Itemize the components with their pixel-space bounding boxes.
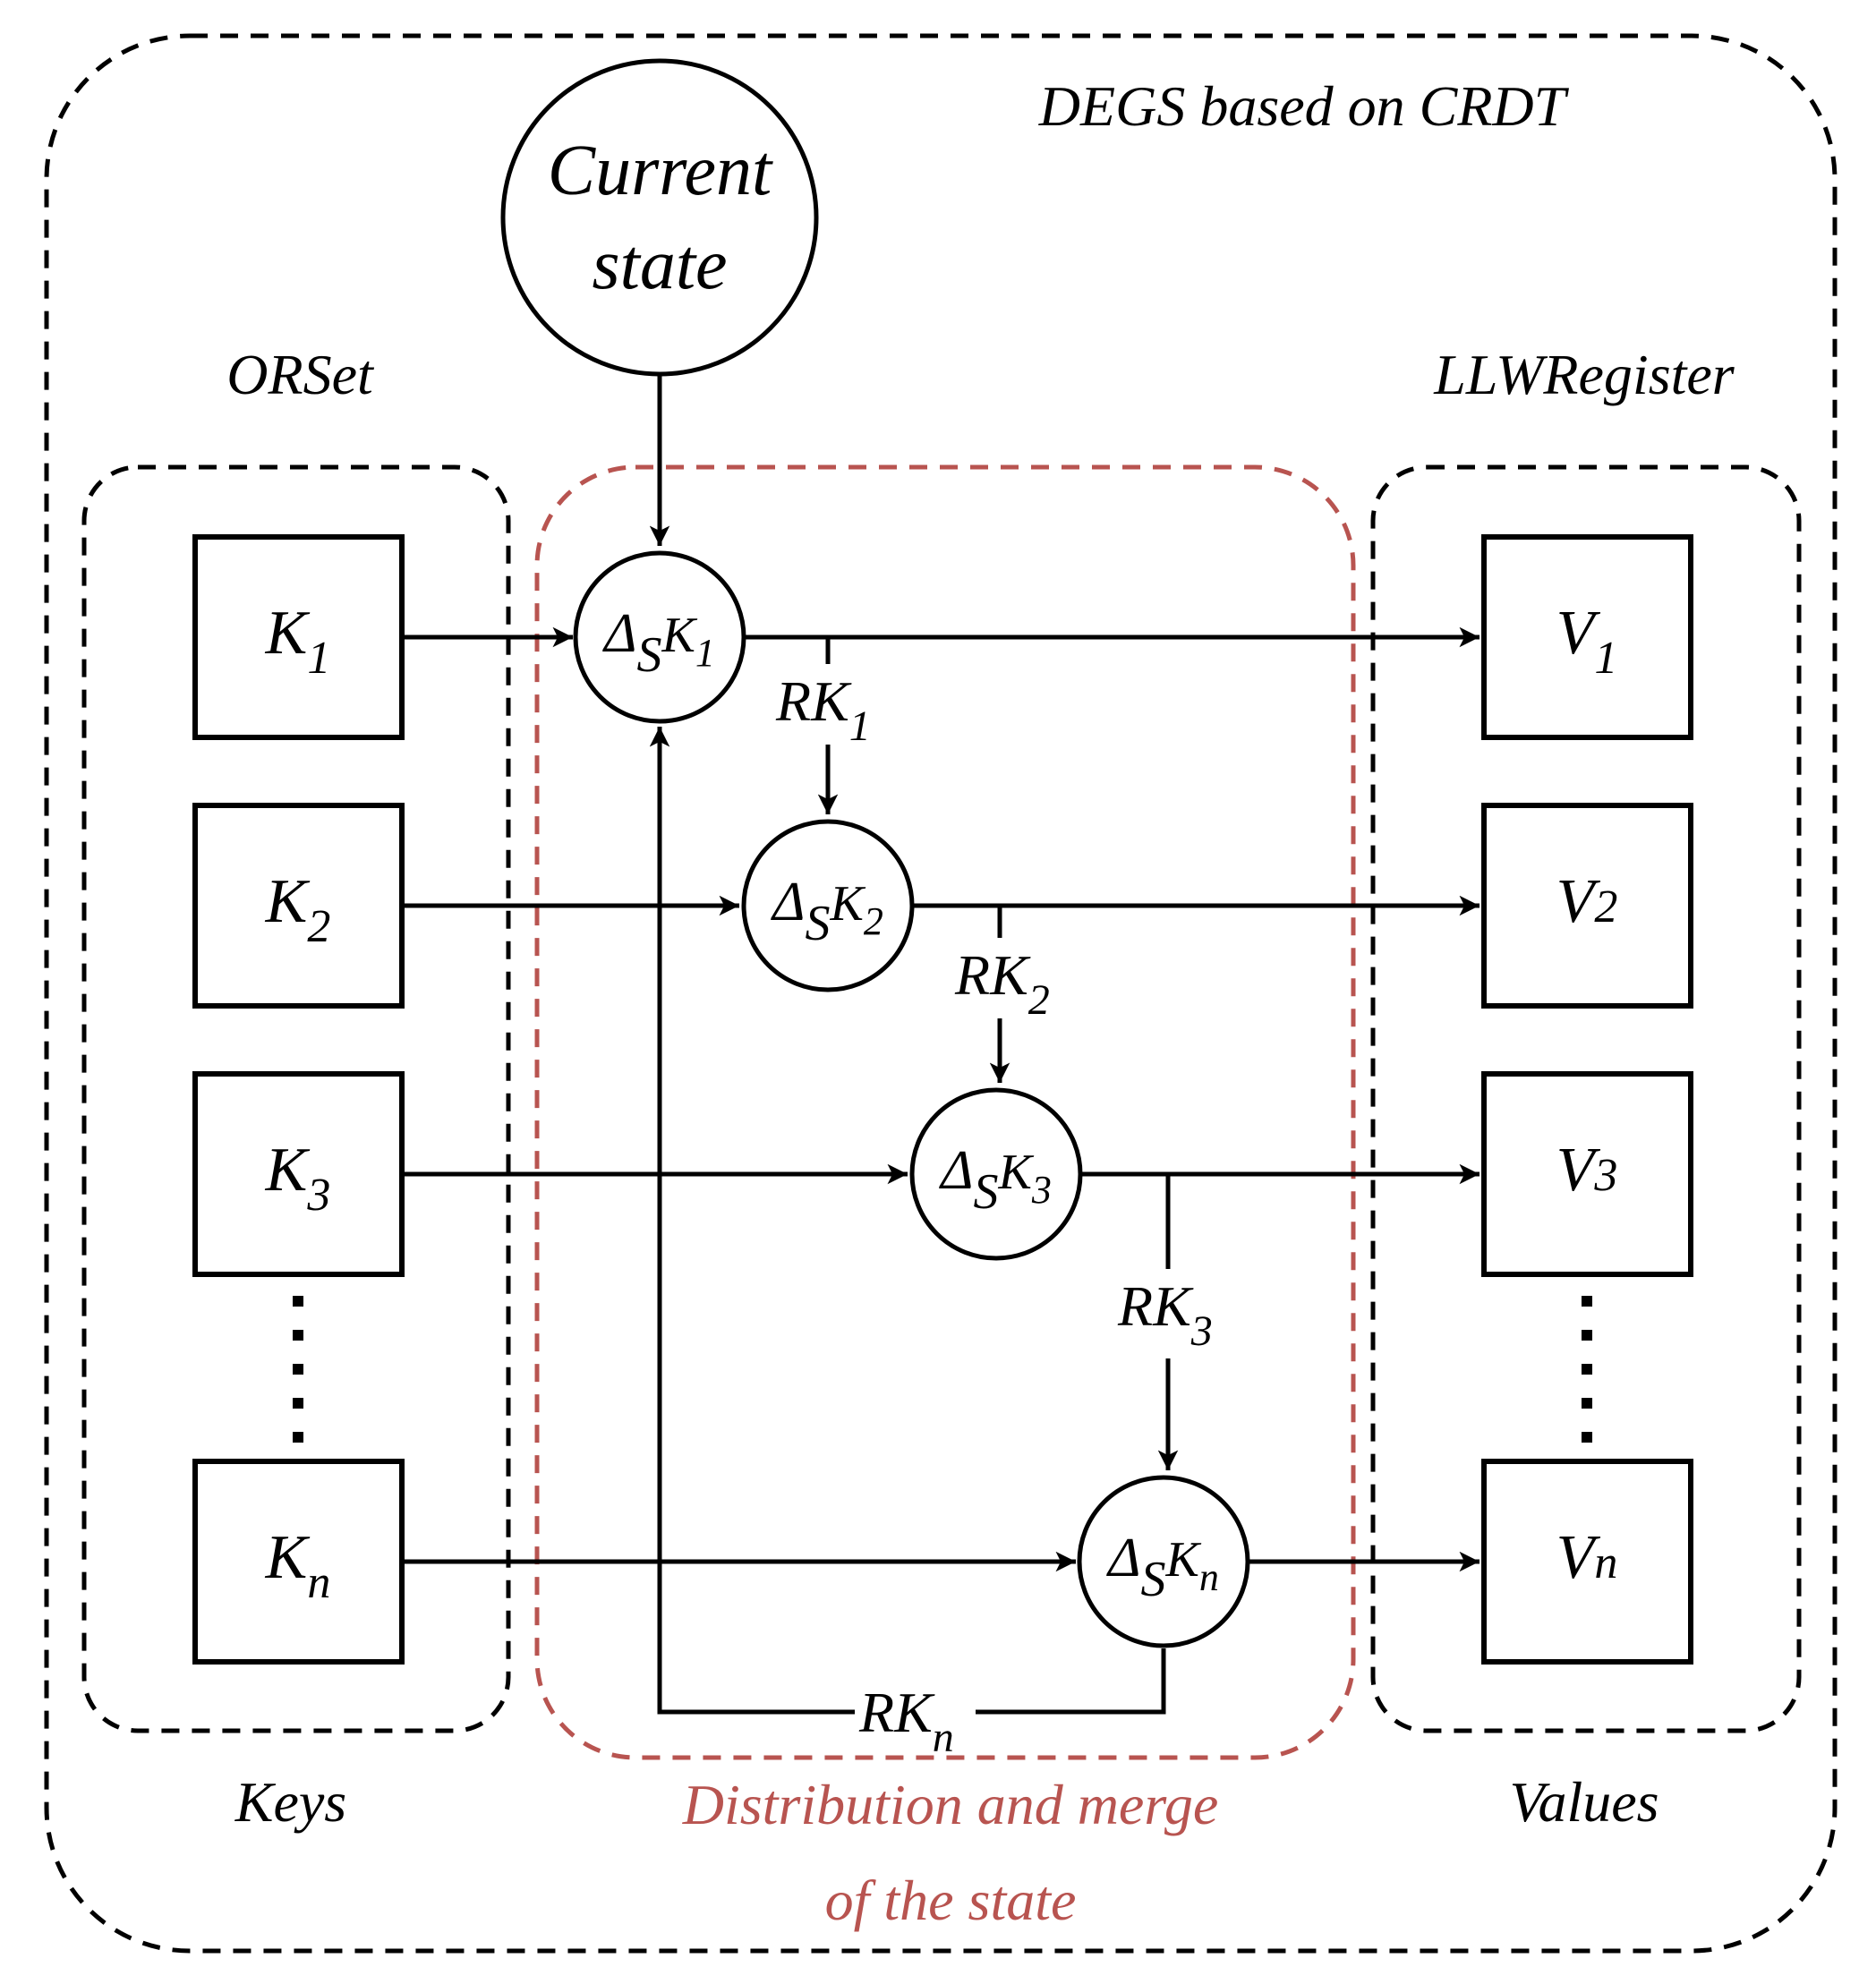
- delta-label-3: ΔSK3: [938, 1140, 1052, 1220]
- delta-node-3: [909, 1087, 1083, 1261]
- key-box-1: [192, 534, 405, 740]
- value-label-2: V2: [1556, 867, 1618, 936]
- delta-node-n: [1077, 1475, 1250, 1648]
- rk2-label: RK2: [954, 943, 1050, 1024]
- value-label-n: Vn: [1556, 1523, 1618, 1592]
- value-box-n: [1481, 1459, 1693, 1665]
- delta-label-1: ΔSK1: [601, 603, 715, 683]
- current-state-line2: state: [592, 226, 727, 304]
- delta-node-1: [573, 550, 746, 724]
- merge-caption-line1: Distribution and merge: [682, 1773, 1219, 1836]
- keys-caption: Keys: [234, 1770, 346, 1834]
- merge-group: [534, 464, 1356, 1760]
- degs-container: [44, 33, 1838, 1954]
- rk3-label: RK3: [1117, 1274, 1213, 1355]
- orset-label: ORSet: [226, 343, 375, 406]
- value-box-2: [1481, 803, 1693, 1009]
- llwregister-label: LLWRegister: [1433, 343, 1735, 406]
- values-caption: Values: [1509, 1770, 1659, 1834]
- orset-group: [81, 464, 511, 1733]
- key-label-1: K1: [265, 599, 331, 684]
- key-label-3: K3: [265, 1136, 331, 1221]
- key-box-3: [192, 1071, 405, 1277]
- diagram-title: DEGS based on CRDT: [1038, 74, 1570, 138]
- key-box-2: [192, 803, 405, 1009]
- key-label-n: Kn: [265, 1523, 331, 1608]
- rk1-label: RK1: [775, 669, 871, 750]
- value-label-1: V1: [1556, 599, 1618, 684]
- delta-label-2: ΔSK2: [770, 872, 883, 951]
- current-state-node: [500, 58, 819, 377]
- current-state-line1: Current: [548, 132, 773, 210]
- rkn-label: RKn: [858, 1681, 954, 1761]
- value-box-1: [1481, 534, 1693, 740]
- merge-caption-line2: of the state: [825, 1869, 1077, 1932]
- key-label-2: K2: [265, 867, 331, 952]
- delta-label-n: ΔSKn: [1105, 1528, 1219, 1607]
- value-label-3: V3: [1556, 1136, 1618, 1205]
- value-box-3: [1481, 1071, 1693, 1277]
- delta-node-2: [741, 819, 915, 992]
- key-box-n: [192, 1459, 405, 1665]
- llwregister-group: [1370, 464, 1802, 1733]
